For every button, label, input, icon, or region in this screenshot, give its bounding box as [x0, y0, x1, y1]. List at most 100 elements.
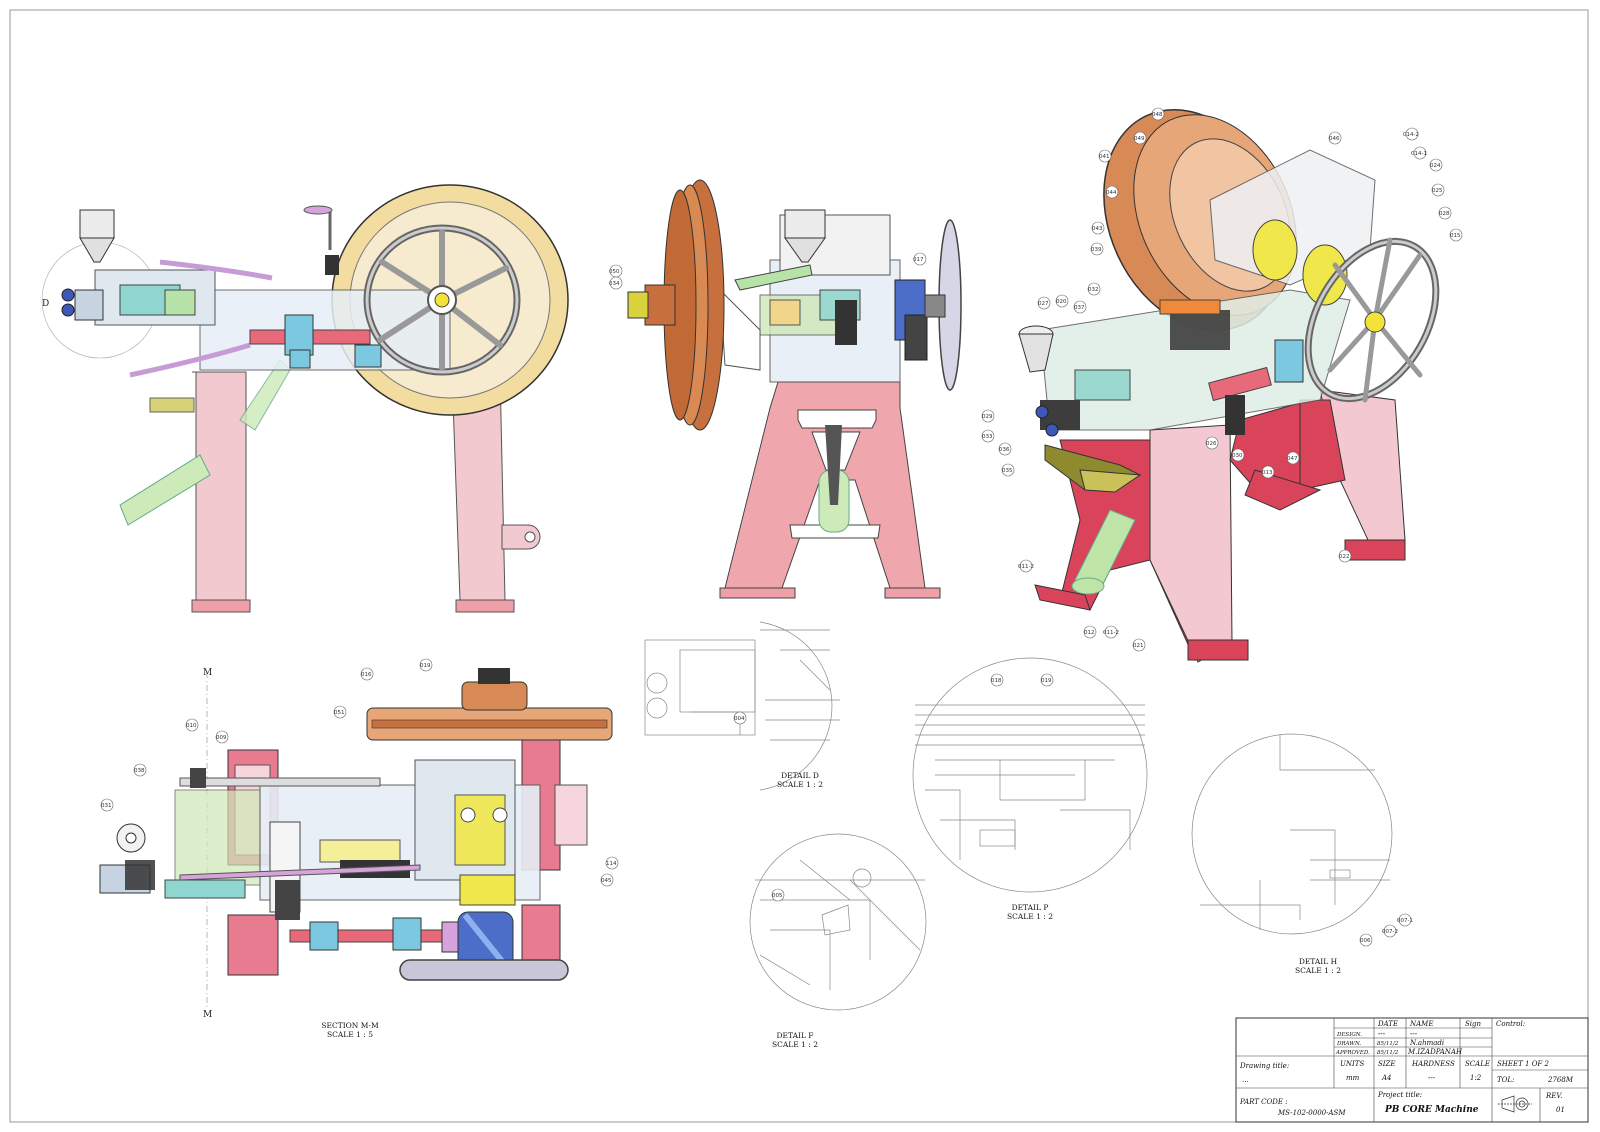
balloon-010: 010 — [186, 723, 197, 729]
section-balloons — [100, 658, 619, 887]
balloon-018: 018 — [991, 678, 1002, 684]
tb-tol-value: 2768M — [1547, 1076, 1574, 1084]
balloon-011-2-b: 011-2 — [1103, 630, 1119, 636]
sheet-border — [9, 9, 1589, 1123]
balloon-029: 029 — [982, 414, 993, 420]
balloon-024: 024 — [1430, 163, 1441, 169]
balloon-009: 009 — [216, 735, 227, 741]
tb-tol-label: TOL: — [1497, 1076, 1514, 1084]
iso-balloon-labels: 048 049 041 044 043 039 027 020 037 032 … — [982, 112, 1461, 649]
section-cut-top: M — [203, 668, 212, 678]
detail-d-view — [644, 621, 840, 791]
side-view: D — [41, 184, 569, 613]
detail-d-marker: D — [42, 299, 49, 309]
section-cut-bottom: M — [203, 1010, 212, 1020]
tb-role-drawn: DRAWN. — [1336, 1041, 1361, 1047]
front-balloons: 050 034 017 — [609, 252, 927, 290]
balloon-017: 017 — [913, 257, 924, 263]
tb-role-approved: APPROVED. — [1335, 1050, 1370, 1056]
balloon-044: 044 — [1106, 190, 1117, 196]
balloon-039: 039 — [1091, 247, 1102, 253]
detail-p-balloons: 018 019 — [990, 673, 1054, 687]
tb-header-control: Control: — [1496, 1020, 1525, 1028]
detail-h-scale: SCALE 1 : 2 — [1295, 966, 1341, 975]
balloon-025: 025 — [1432, 188, 1443, 194]
section-mm-title: SECTION M-M — [321, 1021, 379, 1030]
projection-symbol-icon — [1498, 1095, 1532, 1113]
balloon-019-detail: 019 — [1041, 678, 1052, 684]
balloon-048: 048 — [1152, 112, 1163, 118]
balloon-021: 021 — [1133, 643, 1144, 649]
balloon-020: 020 — [1056, 299, 1067, 305]
balloon-046: 046 — [1329, 136, 1340, 142]
tb-name-drawn: N.ahmadi — [1409, 1039, 1444, 1047]
tb-hardness-label: HARDNESS — [1411, 1060, 1455, 1068]
detail-f-scale: SCALE 1 : 2 — [772, 1040, 818, 1049]
balloon-027: 027 — [1038, 301, 1049, 307]
balloon-043: 043 — [1092, 226, 1103, 232]
balloon-007-1: 007-1 — [1397, 918, 1413, 924]
tb-rev-value: 01 — [1556, 1106, 1565, 1114]
balloon-006: 006 — [1360, 938, 1371, 944]
tb-header-name: NAME — [1409, 1020, 1433, 1028]
tb-drawing-title-label: Drawing title: — [1239, 1062, 1289, 1070]
detail-h-balloons: 006 007-1 007-2 — [1359, 913, 1413, 947]
balloon-037: 037 — [1074, 305, 1085, 311]
balloon-014-1: 014-1 — [1411, 151, 1427, 157]
balloon-016: 016 — [361, 672, 372, 678]
balloon-026: 026 — [1206, 441, 1217, 447]
detail-d-scale: SCALE 1 : 2 — [777, 780, 823, 789]
tb-name-design: --- — [1410, 1030, 1418, 1038]
tb-date-approved: 85/11/2 — [1377, 1050, 1399, 1056]
balloon-047: 047 — [1287, 456, 1298, 462]
detail-p-view — [912, 657, 1148, 893]
balloon-033: 033 — [982, 434, 993, 440]
section-balloon-labels: 016 019 051 010 009 038 031 114 045 — [101, 663, 617, 884]
detail-f-title: DETAIL F — [776, 1031, 813, 1040]
detail-d-title: DETAIL D — [781, 771, 819, 780]
balloon-050: 050 — [609, 269, 620, 275]
tb-project-title-value: PB CORE Machine — [1384, 1105, 1479, 1115]
balloon-007-2: 007-2 — [1382, 929, 1398, 935]
balloon-051: 051 — [334, 710, 345, 716]
balloon-035: 035 — [1002, 468, 1013, 474]
balloon-032: 032 — [1088, 287, 1099, 293]
tb-rev-label: REV. — [1545, 1092, 1562, 1100]
balloon-005: 005 — [772, 893, 783, 899]
detail-f-view — [749, 833, 927, 1011]
tb-sheet: SHEET 1 OF 2 — [1497, 1060, 1550, 1068]
tb-units-label: UNITS — [1340, 1060, 1364, 1068]
detail-h-view — [1191, 733, 1393, 935]
detail-h-title: DETAIL H — [1299, 957, 1338, 966]
tb-part-code-label: PART CODE : — [1239, 1098, 1288, 1106]
balloon-013: 013 — [1262, 470, 1273, 476]
tb-header-sign: Sign — [1465, 1020, 1482, 1028]
balloon-045: 045 — [601, 878, 612, 884]
tb-project-title-label: Project title: — [1377, 1091, 1422, 1099]
tb-scale-value: 1:2 — [1470, 1074, 1482, 1082]
isometric-view: 048 049 041 044 043 039 027 020 037 032 … — [981, 107, 1463, 663]
balloon-014-2: 014-2 — [1403, 132, 1419, 138]
balloon-036: 036 — [999, 447, 1010, 453]
balloon-038: 038 — [134, 768, 145, 774]
tb-role-design: DESIGN. — [1336, 1032, 1362, 1038]
detail-p-title: DETAIL P — [1012, 903, 1049, 912]
section-mm-scale: SCALE 1 : 5 — [327, 1030, 373, 1039]
iso-balloons — [981, 107, 1463, 652]
balloon-004: 004 — [734, 716, 745, 722]
balloon-012: 012 — [1084, 630, 1095, 636]
tb-drawing-title-value: ... — [1242, 1076, 1249, 1084]
tb-part-code-value: MS-102-0000-ASM — [1277, 1109, 1346, 1117]
tb-scale-label: SCALE — [1465, 1060, 1490, 1068]
tb-header-date: DATE — [1377, 1020, 1398, 1028]
balloon-031: 031 — [101, 803, 112, 809]
balloon-015: 015 — [1450, 233, 1461, 239]
balloon-034: 034 — [609, 281, 620, 287]
tb-date-design: --- — [1378, 1030, 1386, 1038]
tb-size-value: A4 — [1381, 1074, 1392, 1082]
title-block: DATE NAME Sign Control: DESIGN. --- --- … — [1235, 1017, 1589, 1123]
balloon-011-2-a: 011-2 — [1018, 564, 1034, 570]
balloon-049: 049 — [1134, 136, 1145, 142]
tb-date-drawn: 85/11/2 — [1377, 1041, 1399, 1047]
